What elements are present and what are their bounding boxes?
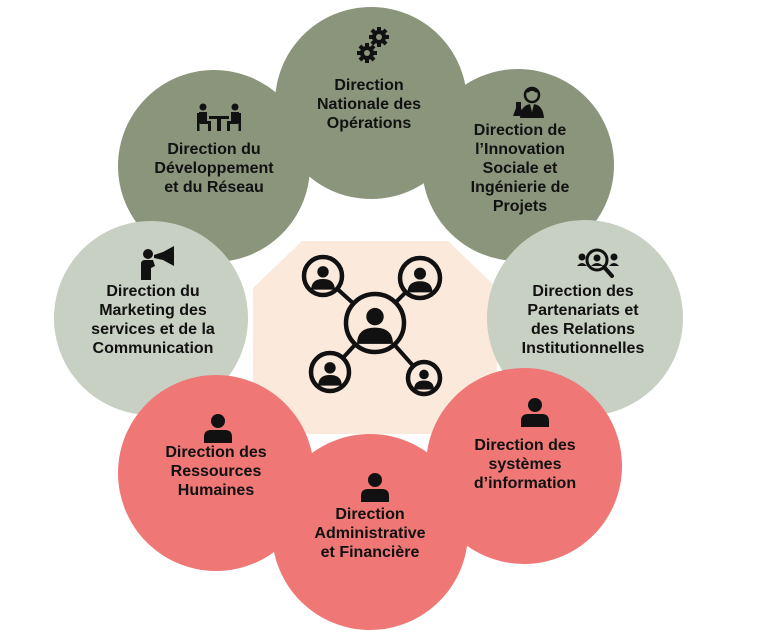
circle-innovation — [422, 69, 614, 261]
network-node-bottom-left — [308, 350, 352, 394]
label-administrative: Direction Administrative et Financière — [314, 506, 426, 561]
circle-developpement — [118, 70, 310, 262]
megaphone-person-icon — [141, 246, 177, 280]
circle-marketing — [54, 221, 248, 415]
user-icon-rh — [204, 413, 232, 443]
circle-operations — [275, 7, 467, 199]
circle-administrative — [272, 434, 468, 630]
label-innovation: Direction de l’Innovation Sociale et Ing… — [470, 122, 570, 215]
meeting-icon — [197, 103, 241, 131]
user-icon-systemes — [521, 397, 549, 427]
user-icon-administrative — [361, 472, 389, 502]
label-marketing: Direction du Marketing des services et d… — [91, 283, 215, 357]
direction-circles — [54, 7, 683, 630]
label-partenariats: Direction des Partenariats et des Relati… — [521, 283, 645, 357]
network-people-icon — [301, 254, 443, 397]
gears-icon — [357, 26, 391, 64]
network-search-icon — [577, 248, 619, 278]
label-operations: Direction Nationale des Opérations — [316, 77, 422, 132]
network-node-bottom-right — [405, 359, 443, 397]
label-rh: Direction des Ressources Humaines — [165, 444, 267, 499]
circle-systemes — [426, 368, 622, 564]
network-node-center — [343, 291, 407, 355]
network-node-top-right — [397, 255, 443, 301]
scientist-icon — [513, 86, 547, 118]
circle-partenariats — [487, 220, 683, 416]
label-systemes: Direction des systèmes d’information — [473, 437, 577, 492]
circle-rh — [118, 375, 314, 571]
network-node-top-left — [301, 254, 345, 298]
label-developpement: Direction du Développement et du Réseau — [154, 141, 274, 196]
